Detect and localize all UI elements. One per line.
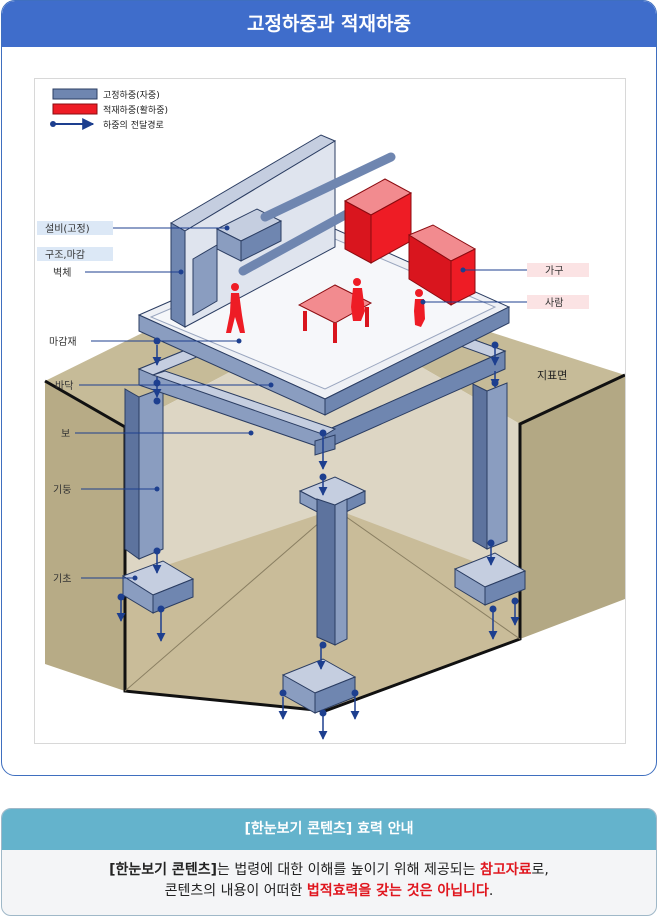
notice-box: [한눈보기 콘텐츠] 효력 안내 [한눈보기 콘텐츠]는 법령에 대한 이해를 … [1,808,657,916]
notice-line1-text: 는 법령에 대한 이해를 높이기 위해 제공되는 [216,862,480,878]
foundation-front [281,658,357,714]
label-person: 사람 [545,296,563,309]
legend-dead-load: 고정하중(자중) [103,90,160,101]
load-diagram-svg: 고정하중(자중) 적재하중(활하중) 하중의 전달경로 설비(고정) 구조,마감… [37,88,625,740]
foundations [121,552,527,714]
load-diagram: 고정하중(자중) 적재하중(활하중) 하중의 전달경로 설비(고정) 구조,마감… [34,78,626,744]
foundation-right [453,552,527,606]
people [226,278,425,333]
notice-line-1: [한눈보기 콘텐츠]는 법령에 대한 이해를 높이기 위해 제공되는 참고자료로… [2,860,656,881]
columns [124,382,508,646]
legend-swatch-live [52,103,98,115]
label-furniture: 가구 [545,265,563,277]
notice-line-2: 콘텐츠의 내용이 어떠한 법적효력을 갖는 것은 아닙니다. [2,881,656,902]
column-front [298,476,367,646]
legend-load-path: 하중의 전달경로 [103,119,164,131]
notice-title: [한눈보기 콘텐츠] 효력 안내 [2,809,656,850]
notice-body: [한눈보기 콘텐츠]는 법령에 대한 이해를 높이기 위해 제공되는 참고자료로… [2,850,656,902]
legend-swatch-dead [52,88,98,100]
notice-line2-red: 법적효력을 갖는 것은 아닙니다 [306,883,489,899]
label-finish-material: 마감재 [49,336,77,348]
notice-line1-bold: [한눈보기 콘텐츠] [109,862,217,878]
column-left [124,387,164,560]
legend-live-load: 적재하중(활하중) [103,104,168,116]
notice-line2-text: 콘텐츠의 내용이 어떠한 [164,883,307,899]
column-right [472,382,508,550]
notice-line2-end: . [488,883,494,899]
label-ground-level: 지표면 [537,369,567,382]
label-column: 기둥 [53,484,71,496]
legend: 고정하중(자중) 적재하중(활하중) 하중의 전달경로 [50,88,168,131]
label-structure-finish: 구조,마감 [45,249,85,261]
load-path-arrows [116,345,520,740]
label-floor: 바닥 [55,380,73,392]
label-foundation: 기초 [53,573,71,585]
label-wall: 벽체 [53,267,71,279]
label-beam: 보 [61,428,70,440]
notice-line1-red: 참고자료 [479,862,532,878]
label-equipment: 설비(고정) [45,223,90,235]
callouts: 설비(고정) 구조,마감 벽체 마감재 바닥 보 기둥 기초 가구 사람 지표면 [37,221,589,585]
page-title: 고정하중과 적재하중 [2,1,656,47]
notice-line1-end: 로, [531,862,549,878]
foundation-left [121,560,195,614]
